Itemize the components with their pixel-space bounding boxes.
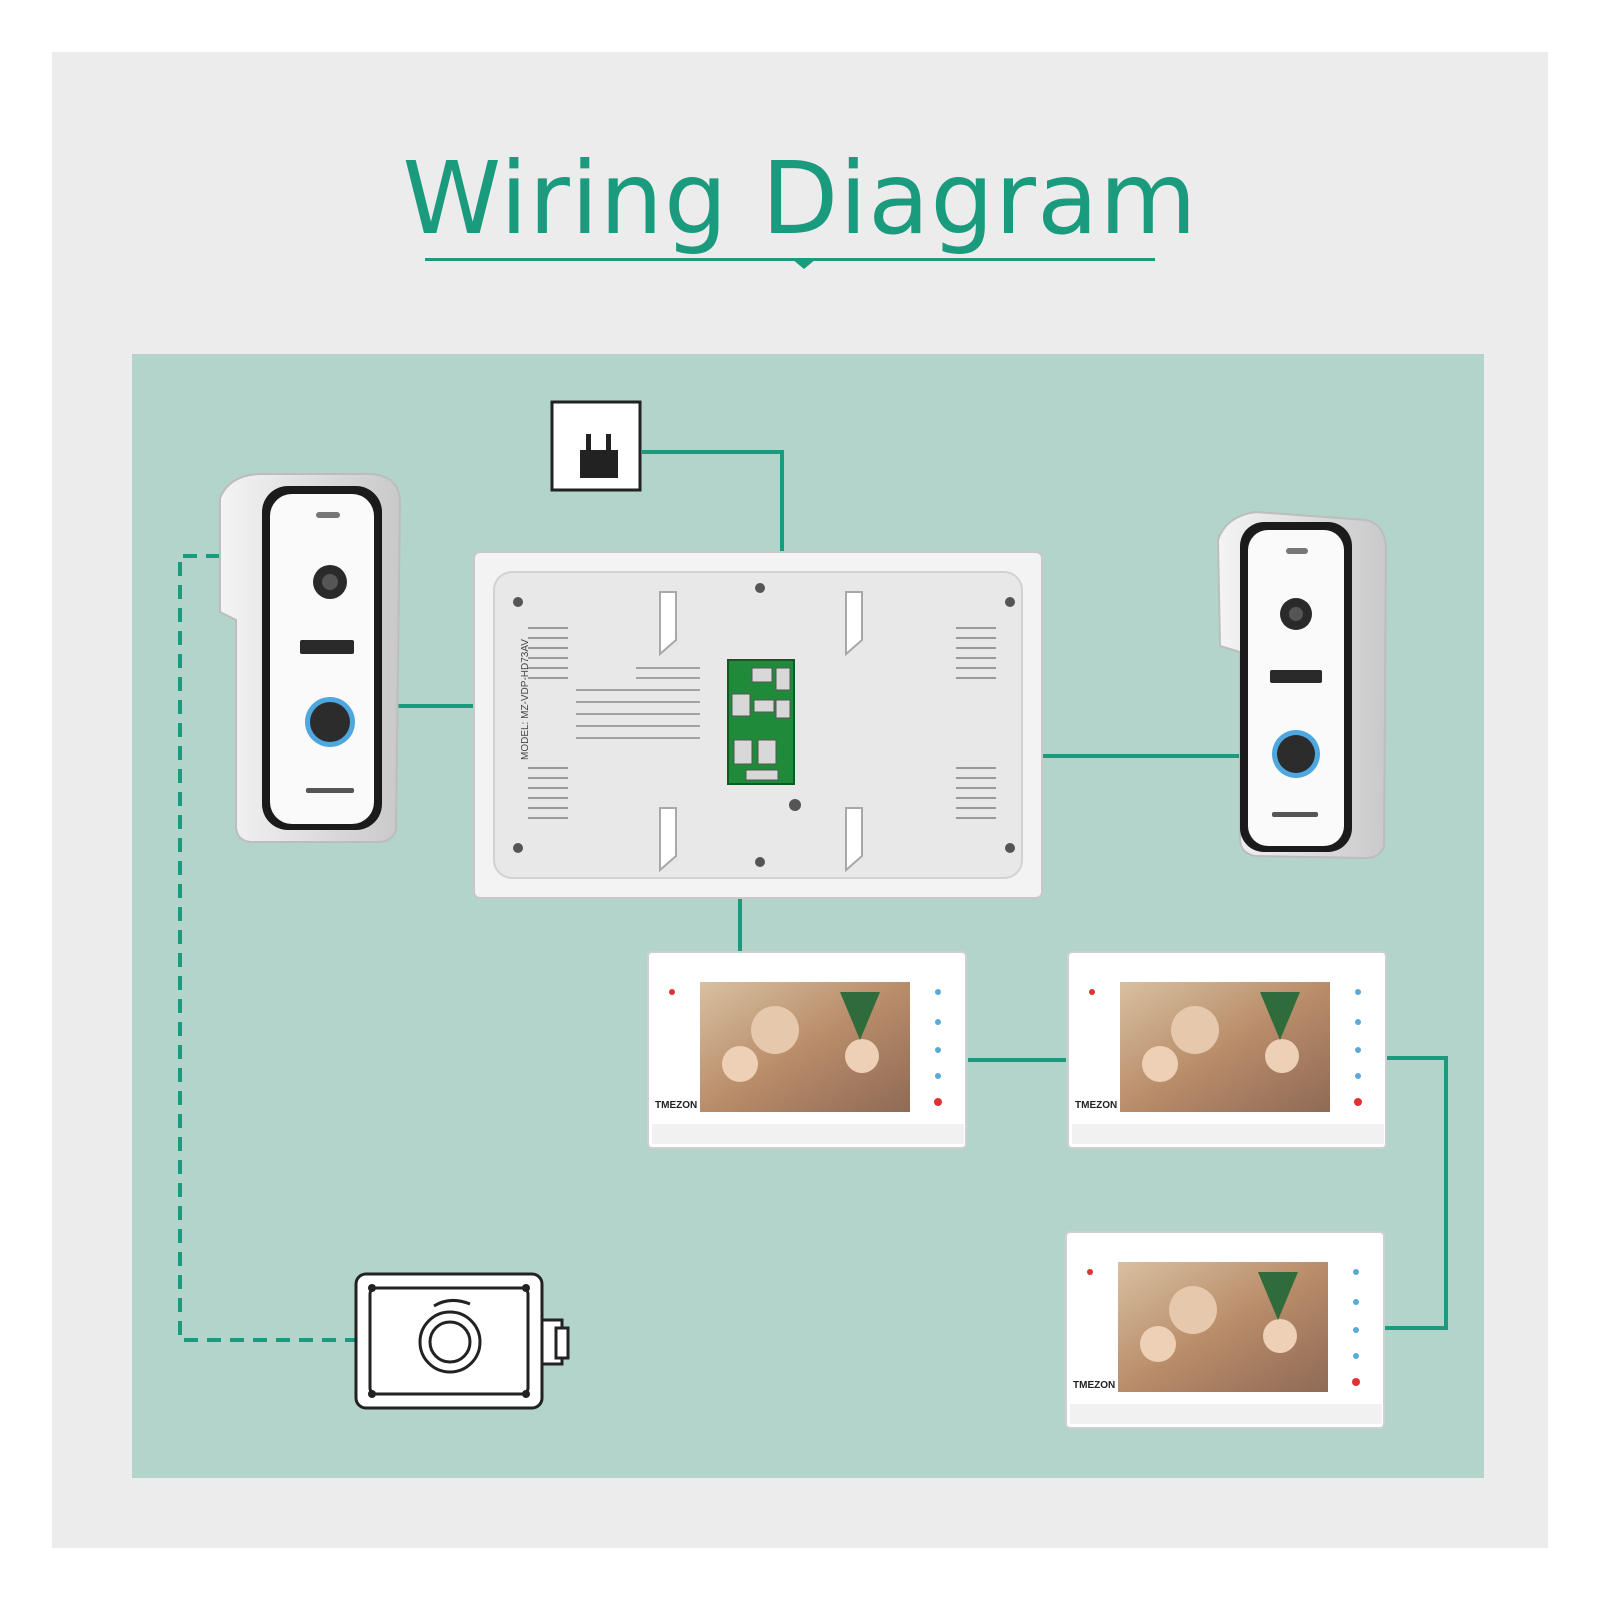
indoor-monitor-1	[647, 951, 967, 1149]
main-unit-model-text: MODEL: MZ-VDP-HD73AV	[520, 639, 531, 760]
monitor-3-brand: TMEZON	[1073, 1380, 1115, 1391]
monitor-1-brand: TMEZON	[655, 1100, 697, 1111]
door-camera-left	[219, 473, 402, 843]
monitor-2-brand: TMEZON	[1075, 1100, 1117, 1111]
power-outlet-icon	[550, 400, 642, 492]
title-underline-notch	[792, 259, 816, 269]
page-title: Wiring Diagram	[402, 140, 1198, 257]
indoor-monitor-2	[1067, 951, 1387, 1149]
main-unit-rear	[473, 551, 1043, 899]
title-underline	[425, 258, 1155, 261]
indoor-monitor-3	[1065, 1231, 1385, 1429]
electric-lock-icon	[354, 1272, 570, 1410]
door-camera-right	[1216, 510, 1388, 860]
wire-monitor-2-3	[1384, 1056, 1448, 1330]
